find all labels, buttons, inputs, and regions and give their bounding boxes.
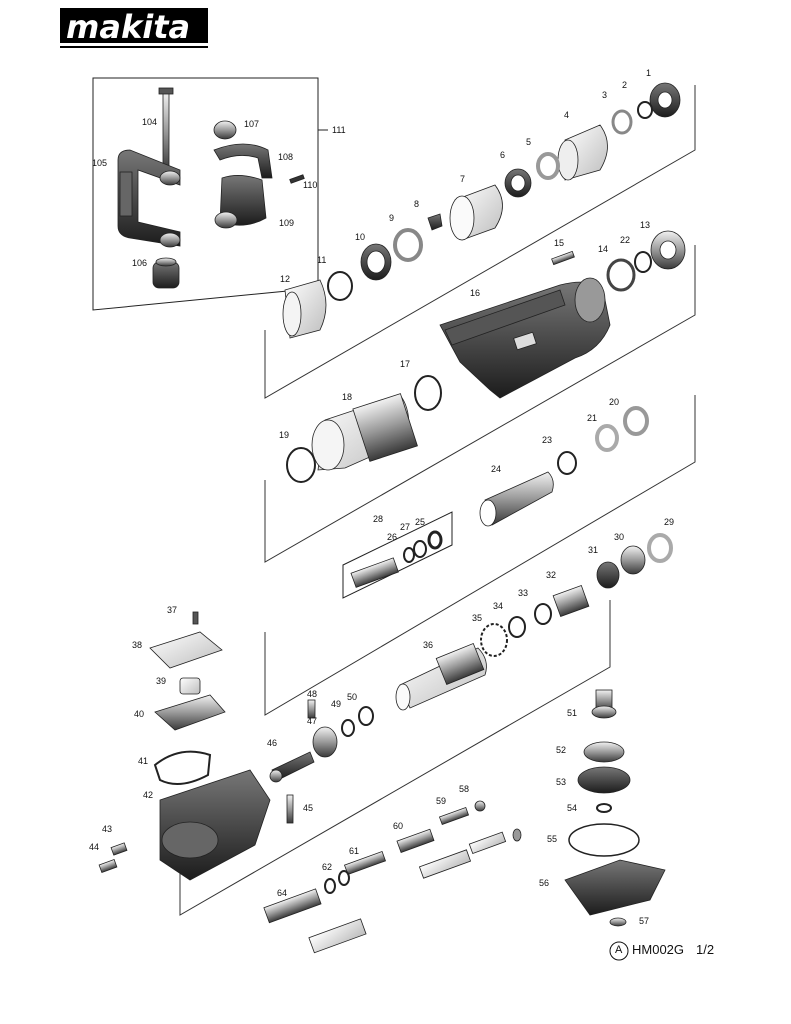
part-number-51: 51 xyxy=(567,708,577,718)
part-number-105: 105 xyxy=(92,158,107,168)
part-number-54: 54 xyxy=(567,803,577,813)
part-number-28: 28 xyxy=(373,514,383,524)
part-number-27: 27 xyxy=(400,522,410,532)
logo-text: makita xyxy=(66,8,198,48)
part-number-33: 33 xyxy=(518,588,528,598)
part-number-42: 42 xyxy=(143,790,153,800)
part-number-14: 14 xyxy=(598,244,608,254)
part-number-64: 64 xyxy=(277,888,287,898)
piston-parts xyxy=(395,533,673,711)
makita-logo: makita makita ® xyxy=(60,8,208,52)
part-number-52: 52 xyxy=(556,745,566,755)
part-number-108: 108 xyxy=(278,152,293,162)
part-number-32: 32 xyxy=(546,570,556,580)
part-number-16: 16 xyxy=(470,288,480,298)
part-number-60: 60 xyxy=(393,821,403,831)
part-number-12: 12 xyxy=(280,274,290,284)
part-number-13: 13 xyxy=(640,220,650,230)
part-number-36: 36 xyxy=(423,640,433,650)
part-number-39: 39 xyxy=(156,676,166,686)
part-number-34: 34 xyxy=(493,601,503,611)
part-number-59: 59 xyxy=(436,796,446,806)
page-number: 1/2 xyxy=(696,942,715,957)
part-number-15: 15 xyxy=(554,238,564,248)
part-number-48: 48 xyxy=(307,689,317,699)
part-number-61: 61 xyxy=(349,846,359,856)
part-number-53: 53 xyxy=(556,777,566,787)
part-number-24: 24 xyxy=(491,464,501,474)
part-number-50: 50 xyxy=(347,692,357,702)
part-number-labels: 1234567891011121314151617181920212223242… xyxy=(89,68,674,926)
part-number-37: 37 xyxy=(167,605,177,615)
crank-parts xyxy=(269,699,374,824)
part-number-1: 1 xyxy=(646,68,651,78)
part-number-58: 58 xyxy=(459,784,469,794)
cylinder-parts xyxy=(286,375,649,527)
part-number-10: 10 xyxy=(355,232,365,242)
part-number-44: 44 xyxy=(89,842,99,852)
part-number-56: 56 xyxy=(539,878,549,888)
logo-text-white: makita xyxy=(66,8,190,46)
gear-housing xyxy=(98,611,271,881)
part-number-57: 57 xyxy=(639,916,649,926)
assembly-frames xyxy=(179,85,696,916)
front-cap-parts xyxy=(282,82,686,339)
part-number-43: 43 xyxy=(102,824,112,834)
striker-subgroup xyxy=(342,511,453,599)
part-number-23: 23 xyxy=(542,435,552,445)
part-number-9: 9 xyxy=(389,213,394,223)
part-number-109: 109 xyxy=(279,218,294,228)
lower-shaft-parts xyxy=(263,800,522,954)
part-number-22: 22 xyxy=(620,235,630,245)
part-number-31: 31 xyxy=(588,545,598,555)
part-number-41: 41 xyxy=(138,756,148,766)
barrel-housing xyxy=(439,277,611,399)
part-number-18: 18 xyxy=(342,392,352,402)
part-number-11: 11 xyxy=(317,255,326,265)
part-number-104: 104 xyxy=(142,117,157,127)
part-number-25: 25 xyxy=(415,517,425,527)
part-number-35: 35 xyxy=(472,613,482,623)
part-number-26: 26 xyxy=(387,532,397,542)
part-number-5: 5 xyxy=(526,137,531,147)
part-number-21: 21 xyxy=(587,413,597,423)
part-number-2: 2 xyxy=(622,80,627,90)
crank-shaft-stack xyxy=(564,689,666,927)
footer-circle-label: A xyxy=(615,944,623,956)
model-number: HM002G xyxy=(632,942,685,957)
part-number-17: 17 xyxy=(400,359,410,369)
part-number-62: 62 xyxy=(322,862,332,872)
part-number-107: 107 xyxy=(244,119,259,129)
part-number-29: 29 xyxy=(664,517,674,527)
part-number-30: 30 xyxy=(614,532,624,542)
part-number-7: 7 xyxy=(460,174,465,184)
part-number-49: 49 xyxy=(331,699,341,709)
part-number-46: 46 xyxy=(267,738,277,748)
kit-group-label: 111 xyxy=(332,125,346,135)
part-number-55: 55 xyxy=(547,834,557,844)
part-number-40: 40 xyxy=(134,709,144,719)
part-number-8: 8 xyxy=(414,199,419,209)
part-number-3: 3 xyxy=(602,90,607,100)
registered-mark: ® xyxy=(200,27,205,34)
part-number-6: 6 xyxy=(500,150,505,160)
part-number-45: 45 xyxy=(303,803,313,813)
part-number-47: 47 xyxy=(307,716,317,726)
section-marker-circle xyxy=(609,941,629,961)
part-number-106: 106 xyxy=(132,258,147,268)
part-number-110: 110 xyxy=(303,180,317,190)
side-grip-assembly xyxy=(117,87,305,289)
part-number-19: 19 xyxy=(279,430,289,440)
part-number-38: 38 xyxy=(132,640,142,650)
part-number-4: 4 xyxy=(564,110,569,120)
part-number-20: 20 xyxy=(609,397,619,407)
